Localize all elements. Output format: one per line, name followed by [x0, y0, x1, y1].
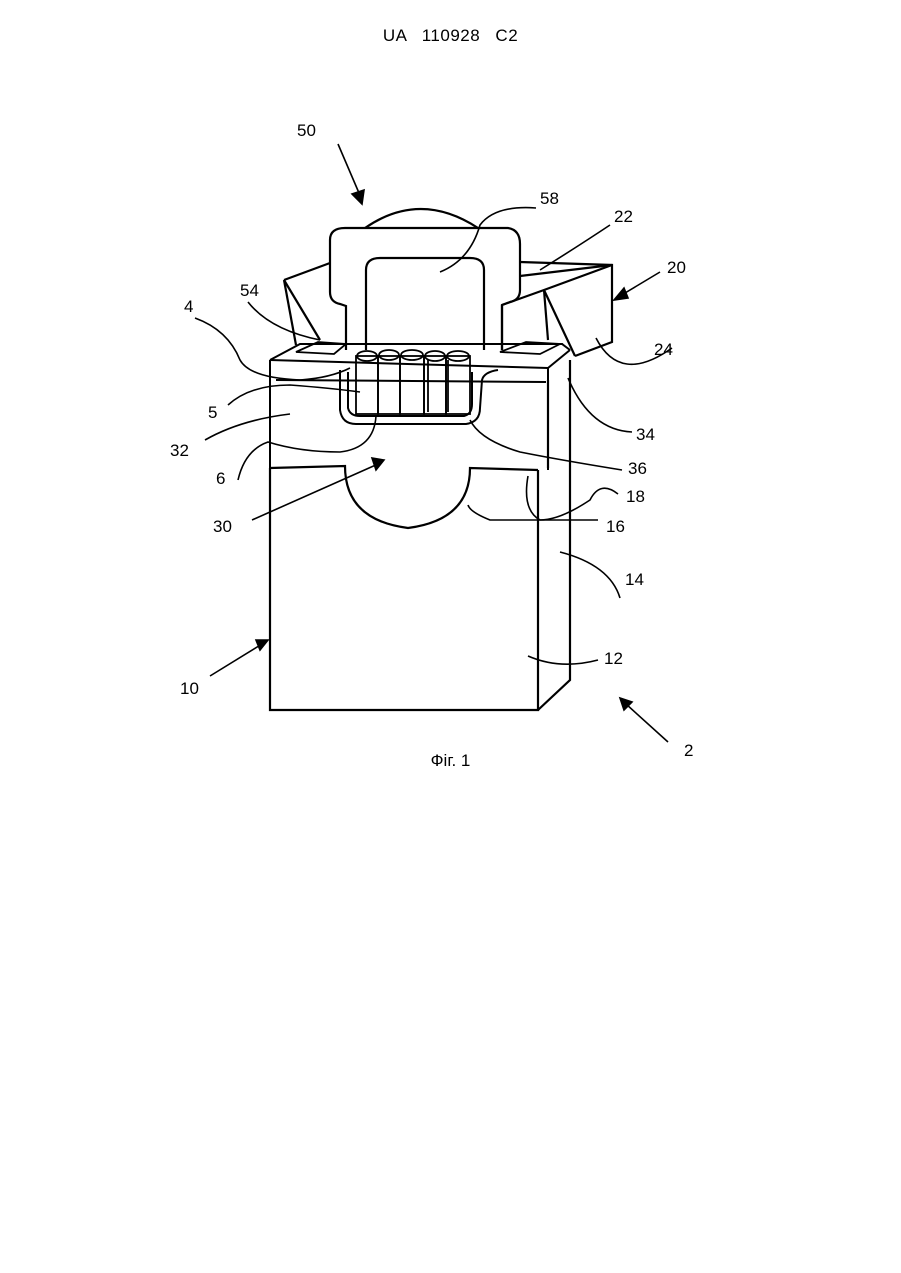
ref-50: 50	[297, 121, 316, 140]
ref-6: 6	[216, 469, 225, 488]
ref-36: 36	[628, 459, 647, 478]
ref-32: 32	[170, 441, 189, 460]
ref-10: 10	[180, 679, 199, 698]
ref-24: 24	[654, 340, 673, 359]
reference-numerals: 50 58 22 20 54 4 24 5 32 34 6 36 18 30 1…	[170, 121, 693, 760]
ref-18: 18	[626, 487, 645, 506]
ref-34: 34	[636, 425, 655, 444]
ref-16: 16	[606, 517, 625, 536]
ref-30: 30	[213, 517, 232, 536]
ref-54: 54	[240, 281, 259, 300]
ref-14: 14	[625, 570, 644, 589]
ref-58: 58	[540, 189, 559, 208]
hinged-lid	[284, 262, 612, 356]
leader-lines	[195, 144, 672, 742]
ref-5: 5	[208, 403, 217, 422]
ref-20: 20	[667, 258, 686, 277]
ref-12: 12	[604, 649, 623, 668]
ref-4: 4	[184, 297, 193, 316]
figure-caption: Фіг. 1	[0, 751, 901, 771]
ref-22: 22	[614, 207, 633, 226]
sealing-label	[330, 209, 520, 350]
box-body	[270, 360, 570, 710]
